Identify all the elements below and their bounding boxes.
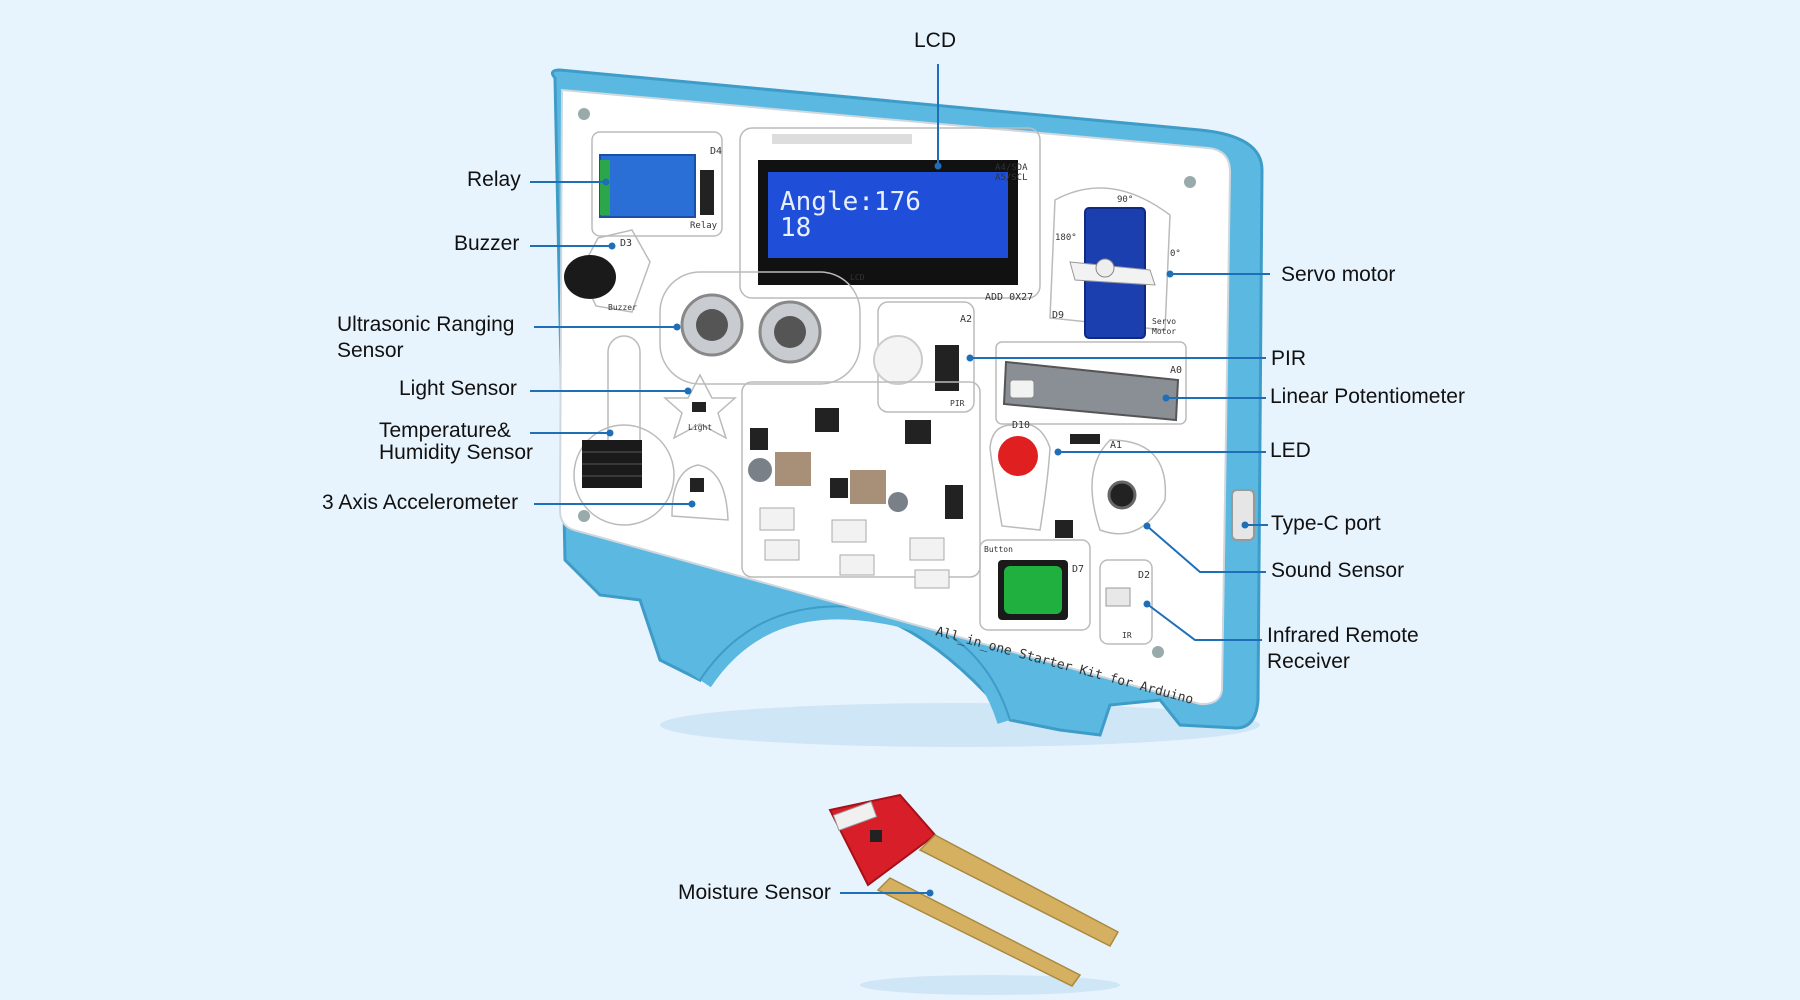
lcd-addr: ADD 0X27 bbox=[985, 292, 1033, 303]
label-ultrasonic-2: Sensor bbox=[337, 339, 404, 362]
light-module: Light bbox=[663, 373, 737, 440]
lcd-bus-2: A5/SCL bbox=[995, 173, 1028, 183]
servo-90-tag: 90° bbox=[1117, 195, 1133, 205]
relay-tag: Relay bbox=[690, 221, 718, 231]
led-module: D10 bbox=[989, 420, 1100, 538]
buzzer-pin-tag: D3 bbox=[620, 238, 632, 249]
ultrasonic-module bbox=[659, 271, 861, 385]
label-led: LED bbox=[1270, 439, 1311, 462]
servo-tag-1: Servo bbox=[1152, 317, 1176, 326]
lcd-line-2: 18 bbox=[780, 213, 811, 243]
button-tag: Button bbox=[984, 545, 1013, 554]
main-board: All_in_one Starter Kit for Arduino bbox=[558, 88, 1232, 708]
ir-tag: IR bbox=[1122, 631, 1132, 640]
moisture-shadow bbox=[860, 975, 1120, 995]
pir-pin-tag: A2 bbox=[960, 314, 972, 325]
servo-180-tag: 180° bbox=[1055, 233, 1077, 243]
potentiometer-module: A0 bbox=[995, 341, 1187, 425]
lcd-tag: LCD bbox=[850, 273, 865, 282]
label-ultrasonic-1: Ultrasonic Ranging bbox=[337, 313, 515, 336]
label-moisture: Moisture Sensor bbox=[678, 881, 831, 904]
lcd-line-1: Angle:176 bbox=[780, 187, 921, 217]
green-button-cap bbox=[1004, 566, 1062, 614]
label-typec: Type-C port bbox=[1271, 512, 1381, 535]
label-temp-1: Temperature& bbox=[379, 419, 511, 442]
button-pin-tag: D7 bbox=[1072, 564, 1084, 575]
leader-ir bbox=[1146, 603, 1262, 641]
led-bulb bbox=[998, 436, 1038, 476]
sound-pin-tag: A1 bbox=[1110, 440, 1122, 451]
label-lcd: LCD bbox=[914, 29, 957, 52]
leader-sound bbox=[1146, 525, 1266, 573]
label-light: Light Sensor bbox=[399, 377, 517, 400]
buzzer-tag: Buzzer bbox=[608, 303, 637, 312]
label-relay: Relay bbox=[467, 168, 521, 191]
label-temp-2: Humidity Sensor bbox=[379, 441, 534, 464]
label-pot: Linear Potentiometer bbox=[1270, 385, 1465, 408]
label-servo: Servo motor bbox=[1281, 263, 1396, 286]
light-tag: Light bbox=[688, 423, 712, 432]
relay-pin-tag: D4 bbox=[710, 146, 722, 157]
lcd-screen bbox=[768, 172, 1008, 258]
type-c-port bbox=[1231, 489, 1255, 541]
temp-humidity-module bbox=[573, 335, 675, 526]
servo-module: 90° 180° 0° D9 Servo Motor bbox=[1049, 187, 1181, 339]
leader-dots bbox=[602, 162, 1249, 897]
leader-lines bbox=[530, 64, 1270, 894]
label-pir: PIR bbox=[1271, 347, 1307, 370]
lcd-bus-1: A4/SDA bbox=[995, 163, 1028, 173]
case-shadow bbox=[660, 703, 1260, 747]
servo-pin-tag: D9 bbox=[1052, 310, 1064, 321]
servo-0-tag: 0° bbox=[1170, 249, 1181, 259]
label-ir-2: Receiver bbox=[1267, 650, 1350, 673]
moisture-sensor bbox=[828, 793, 1120, 987]
circuit-area bbox=[741, 381, 981, 589]
accelerometer-module bbox=[671, 464, 729, 521]
label-ir-1: Infrared Remote bbox=[1267, 624, 1419, 647]
button-module: D7 Button bbox=[979, 539, 1091, 631]
pir-tag: PIR bbox=[950, 399, 965, 408]
label-buzzer: Buzzer bbox=[454, 232, 520, 255]
sound-module: A1 bbox=[1091, 439, 1167, 535]
ir-module: D2 IR bbox=[1099, 559, 1153, 645]
buzzer-module: D3 Buzzer bbox=[564, 229, 651, 313]
pot-pin-tag: A0 bbox=[1170, 365, 1182, 376]
relay-module: D4 Relay bbox=[591, 131, 723, 237]
led-pin-tag: D10 bbox=[1012, 420, 1030, 431]
servo-tag-2: Motor bbox=[1152, 327, 1176, 336]
label-accel: 3 Axis Accelerometer bbox=[322, 491, 519, 514]
label-sound: Sound Sensor bbox=[1271, 559, 1405, 582]
lcd-module: Angle:176 18 A4/SDA A5/SCL ADD 0X27 LCD bbox=[739, 127, 1041, 303]
pir-module: A2 PIR bbox=[873, 301, 975, 413]
ir-pin-tag: D2 bbox=[1138, 570, 1150, 581]
